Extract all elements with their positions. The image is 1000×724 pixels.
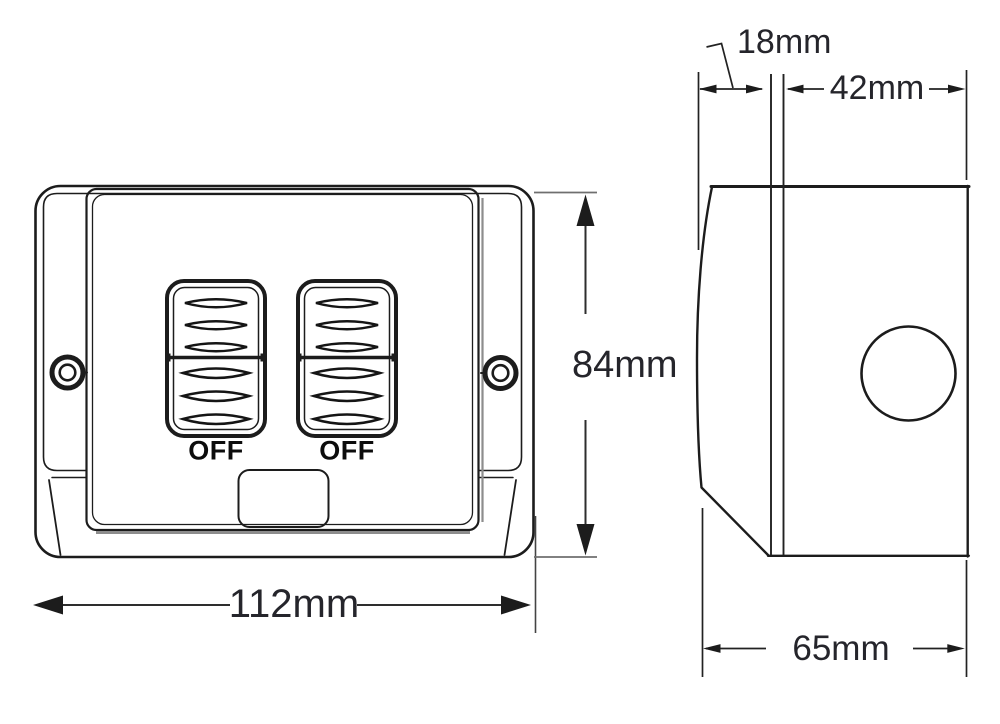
arrow-right-icon (746, 84, 764, 94)
rocker1-grip (178, 390, 254, 403)
arrow-down-icon (576, 524, 595, 556)
dimension-lid-depth: 18mm (697, 23, 831, 250)
screw-right-ring (482, 355, 519, 391)
screw-right-center (491, 363, 510, 383)
rocker2-grip (315, 342, 379, 353)
rocker2-grip (315, 320, 379, 331)
enclosure-outline (34, 184, 535, 559)
arrow-right-icon (501, 595, 531, 615)
rocker-switch-2: OFF (296, 279, 398, 466)
arrow-left-icon (786, 84, 804, 94)
arrow-right-icon (947, 644, 965, 653)
rocker1-grip (184, 342, 248, 353)
rocker1-divider-nub-right (260, 353, 266, 362)
side-front-profile (695, 185, 770, 557)
rocker1-grip (184, 320, 248, 331)
rocker1-off-label: OFF (188, 436, 244, 466)
base-bevel-right (503, 479, 517, 556)
rocker1-divider-nub-left (165, 353, 171, 362)
dim18-label: 18mm (737, 23, 831, 61)
cable-entry-hole (860, 325, 957, 422)
rocker-switch-1: OFF (165, 279, 267, 466)
dimension-body-depth: 42mm (786, 69, 968, 180)
dimension-overall-depth: 65mm (701, 508, 968, 677)
surround-inner-line (42, 192, 523, 472)
dim18-leader-line (706, 42, 734, 89)
base-bevel-left (48, 479, 62, 556)
arrow-left-icon (33, 595, 63, 615)
rocker2-divider-nub-right (391, 353, 397, 362)
arrow-left-icon (699, 84, 717, 94)
screw-left-ring (49, 354, 86, 391)
dimension-height: 84mm (534, 191, 678, 558)
rocker1-grip (178, 413, 254, 426)
screw-left-center (58, 363, 77, 382)
dimension-width: 112mm (33, 516, 537, 633)
rocker2-grip (315, 298, 379, 309)
face-plate-inner-line (91, 193, 474, 526)
arrow-up-icon (576, 194, 595, 226)
arrow-right-icon (948, 84, 966, 94)
dim-height-label: 84mm (572, 344, 678, 386)
rocker2-grip (309, 390, 385, 403)
dim65-label: 65mm (792, 629, 889, 668)
rocker2-grip (309, 413, 385, 426)
rocker1-grip (184, 298, 248, 309)
rocker2-off-label: OFF (319, 436, 375, 466)
rocker1-grip (178, 367, 254, 380)
screw-right (480, 355, 519, 391)
dim-width-label: 112mm (229, 582, 359, 626)
arrow-left-icon (703, 644, 721, 653)
label-recess (237, 469, 330, 528)
face-plate-outline (85, 187, 480, 532)
rocker2-divider-nub-left (296, 353, 302, 362)
dim42-label: 42mm (830, 69, 924, 107)
front-view: OFF OFF 112mm (33, 184, 678, 633)
rocker2-grip (309, 367, 385, 380)
side-view: 18mm 42mm 65mm (695, 23, 971, 677)
screw-left (49, 354, 88, 391)
